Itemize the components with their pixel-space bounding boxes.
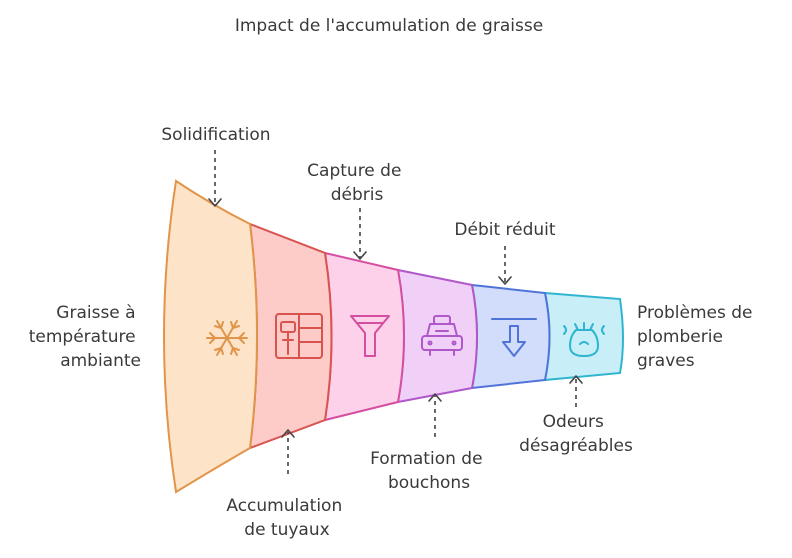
label-odeurs: Odeurs désagréables xyxy=(519,412,633,456)
label-solidification: Solidification xyxy=(161,125,270,145)
label-debris: Capture de débris xyxy=(307,161,407,205)
segment-odeurs xyxy=(543,291,624,382)
label-start: Graisse à température ambiante xyxy=(29,303,141,371)
arrow-down-bar-icon xyxy=(491,318,537,357)
connector-arrows xyxy=(208,150,583,474)
label-end: Problèmes de plomberie graves xyxy=(637,303,758,371)
label-accumulation: Accumulation de tuyaux xyxy=(226,496,347,540)
odor-bag-icon xyxy=(563,322,605,357)
filter-icon xyxy=(350,315,390,357)
segment-tuyaux xyxy=(248,222,333,450)
label-bouchons: Formation de bouchons xyxy=(370,449,488,493)
snowflake-icon xyxy=(206,320,248,356)
stage-labels: Graisse à température ambiante Solidific… xyxy=(29,125,758,540)
machine-icon xyxy=(421,315,463,356)
segment-solidification xyxy=(163,179,258,494)
label-debit: Débit réduit xyxy=(454,220,555,240)
pipes-icon xyxy=(275,313,323,359)
diagram-title: Impact de l'accumulation de graisse xyxy=(235,16,543,36)
